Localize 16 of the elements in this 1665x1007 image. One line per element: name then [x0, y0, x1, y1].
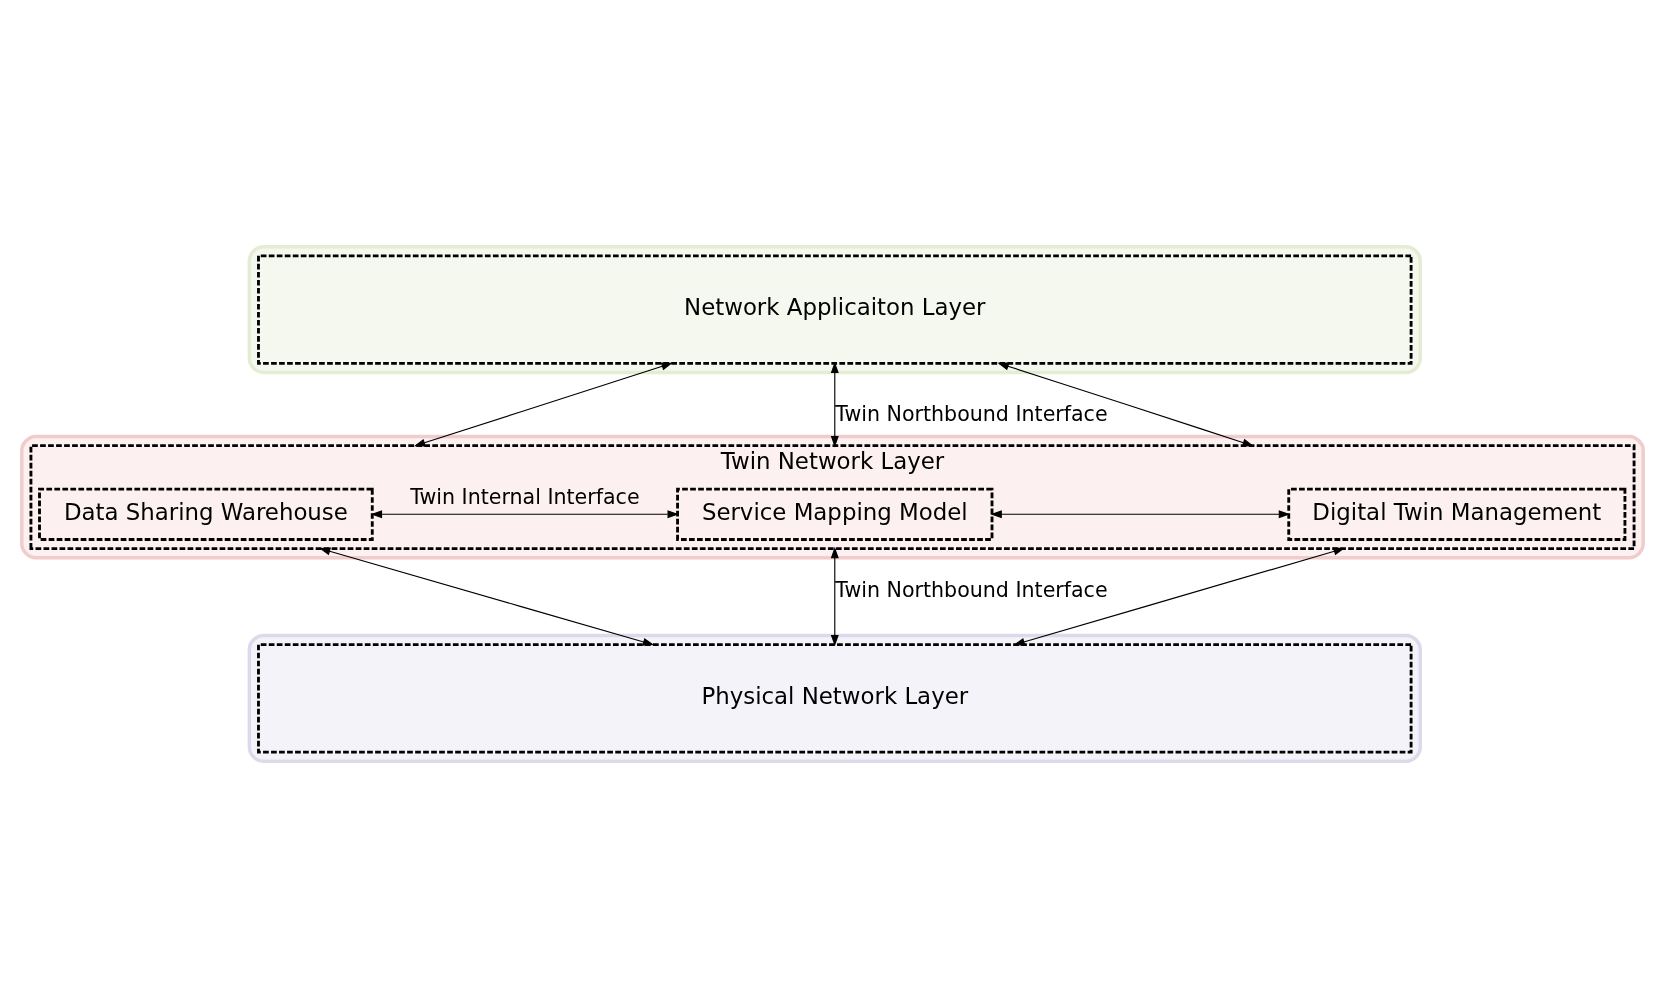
edge-label: Twin Northbound Interface [835, 577, 1108, 602]
node-box: Physical Network Layer [257, 642, 1413, 754]
arrow [318, 546, 655, 646]
node-box: Network Applicaiton Layer [257, 253, 1413, 365]
arrow [370, 509, 679, 518]
arrow [413, 362, 673, 447]
arrow [1013, 546, 1346, 646]
node-box: Service Mapping Model [676, 487, 994, 541]
node-box: Data Sharing Warehouse [38, 487, 374, 541]
arrow [830, 361, 839, 447]
edge-label: Twin Northbound Interface [835, 401, 1108, 426]
node-box: Digital Twin Management [1287, 487, 1627, 541]
edge-label: Twin Internal Interface [410, 484, 640, 509]
arrow [990, 509, 1291, 518]
arrow [830, 546, 839, 646]
arrow [997, 362, 1254, 446]
